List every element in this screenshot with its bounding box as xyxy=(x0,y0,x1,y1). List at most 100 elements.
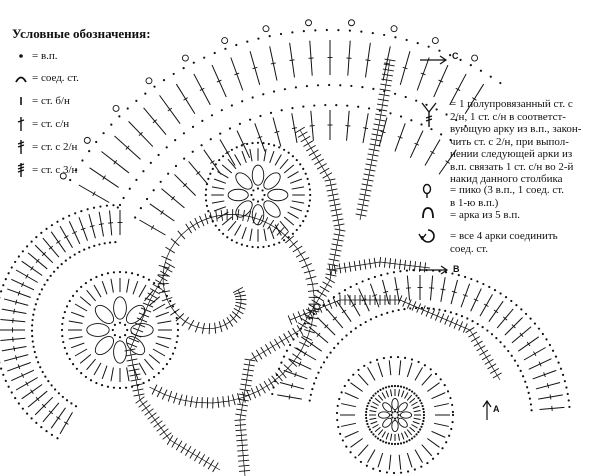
stitch-post xyxy=(434,422,449,427)
chain-dot xyxy=(182,67,185,70)
petal xyxy=(397,417,408,428)
stitch-post xyxy=(409,397,416,404)
chain-dot xyxy=(375,315,378,319)
chain-dot xyxy=(393,384,397,388)
chain-dot xyxy=(489,75,492,78)
chain-dot xyxy=(396,411,399,414)
stitch-post xyxy=(357,373,369,386)
stitch-post xyxy=(370,405,378,409)
chain-dot xyxy=(149,161,152,165)
chain-dot xyxy=(294,86,298,89)
chain-dot xyxy=(354,456,357,459)
chain-dot xyxy=(437,452,440,455)
chain-dot xyxy=(520,308,523,311)
chain-dot xyxy=(259,114,262,118)
chain-dot xyxy=(100,273,104,276)
chain-dot xyxy=(50,224,54,227)
chain-dot xyxy=(361,280,364,283)
chain-dot xyxy=(346,104,349,107)
chain-dot xyxy=(357,368,360,372)
chain-dot xyxy=(537,327,541,330)
stitch-bar xyxy=(41,251,47,257)
stitch-bar xyxy=(270,62,276,65)
chain-dot xyxy=(118,203,122,207)
chain-dot xyxy=(169,357,172,361)
chain-dot xyxy=(283,148,286,151)
chain-dot xyxy=(130,272,134,275)
chain-dot xyxy=(369,361,372,364)
chain-dot xyxy=(153,85,156,88)
stitch-bar xyxy=(92,191,96,197)
stitch-post xyxy=(274,154,282,166)
chain-dot xyxy=(36,298,39,301)
chain-dot xyxy=(415,433,418,436)
chain-dot xyxy=(416,42,419,45)
chain-dot xyxy=(26,245,29,248)
petal xyxy=(86,323,110,337)
chain-dot xyxy=(376,390,380,393)
band-edge xyxy=(329,261,431,271)
stitch-post xyxy=(409,426,416,433)
chain-dot xyxy=(262,93,265,96)
picot-loop xyxy=(305,19,312,27)
chain-dot xyxy=(307,183,311,186)
chain-dot xyxy=(488,285,491,289)
stitch-bar xyxy=(380,130,386,134)
stitch-bar xyxy=(150,225,155,230)
chain-dot xyxy=(54,388,57,391)
chain-dot xyxy=(320,366,323,369)
chain-dot xyxy=(370,396,373,400)
chain-dot xyxy=(0,290,3,293)
stitch-post xyxy=(421,444,433,457)
chain-dot xyxy=(142,275,145,279)
chain-dot xyxy=(559,367,563,370)
chain-dot xyxy=(31,340,34,343)
chain-dot xyxy=(302,220,305,223)
chain-dot xyxy=(86,208,89,211)
chain-dot xyxy=(147,379,151,382)
chain-dot xyxy=(40,288,44,291)
chain-dot xyxy=(557,361,560,364)
chain-dot xyxy=(384,386,388,389)
stitch-bar xyxy=(30,389,34,394)
chain-dot xyxy=(368,399,371,402)
stitch-bar xyxy=(549,394,552,400)
stitch-post xyxy=(86,289,96,302)
chain-dot xyxy=(529,317,532,320)
chain-dot xyxy=(524,380,527,383)
stitch-post xyxy=(427,438,440,448)
chain-dot xyxy=(417,360,420,364)
chain-dot xyxy=(68,214,71,217)
chain-dot xyxy=(349,451,352,454)
chain-dot xyxy=(385,471,389,474)
double-crochet-icon xyxy=(10,116,32,132)
chain-dot xyxy=(31,335,34,338)
legend-item-dtr: = ст. с 3/н xyxy=(10,162,77,178)
chain-dot xyxy=(457,274,460,277)
stitch-bar xyxy=(15,355,18,361)
chain-dot xyxy=(408,439,411,442)
stitch-post xyxy=(289,178,303,184)
chain-dot xyxy=(528,397,532,400)
chain-dot xyxy=(114,241,117,244)
chain-dot xyxy=(445,441,448,444)
chain-dot xyxy=(278,146,281,149)
stitch-bar xyxy=(288,394,291,400)
chain-dot xyxy=(402,386,406,389)
chain-dot xyxy=(280,109,283,112)
chain-dot xyxy=(175,316,178,320)
chain-dot xyxy=(62,316,65,320)
chain-dot xyxy=(93,244,96,247)
chain-dot xyxy=(317,371,320,374)
chain-dot xyxy=(246,244,249,248)
stitch-post xyxy=(289,206,303,212)
chain-dot xyxy=(162,79,166,82)
chain-dot xyxy=(365,419,368,423)
chain-dot xyxy=(380,313,383,316)
chain-dot xyxy=(291,107,294,110)
chain-dot xyxy=(336,342,340,345)
stitch-post xyxy=(263,148,267,162)
chain-dot xyxy=(204,199,208,202)
marker-c: C xyxy=(452,51,459,61)
chain-dot xyxy=(405,440,408,443)
